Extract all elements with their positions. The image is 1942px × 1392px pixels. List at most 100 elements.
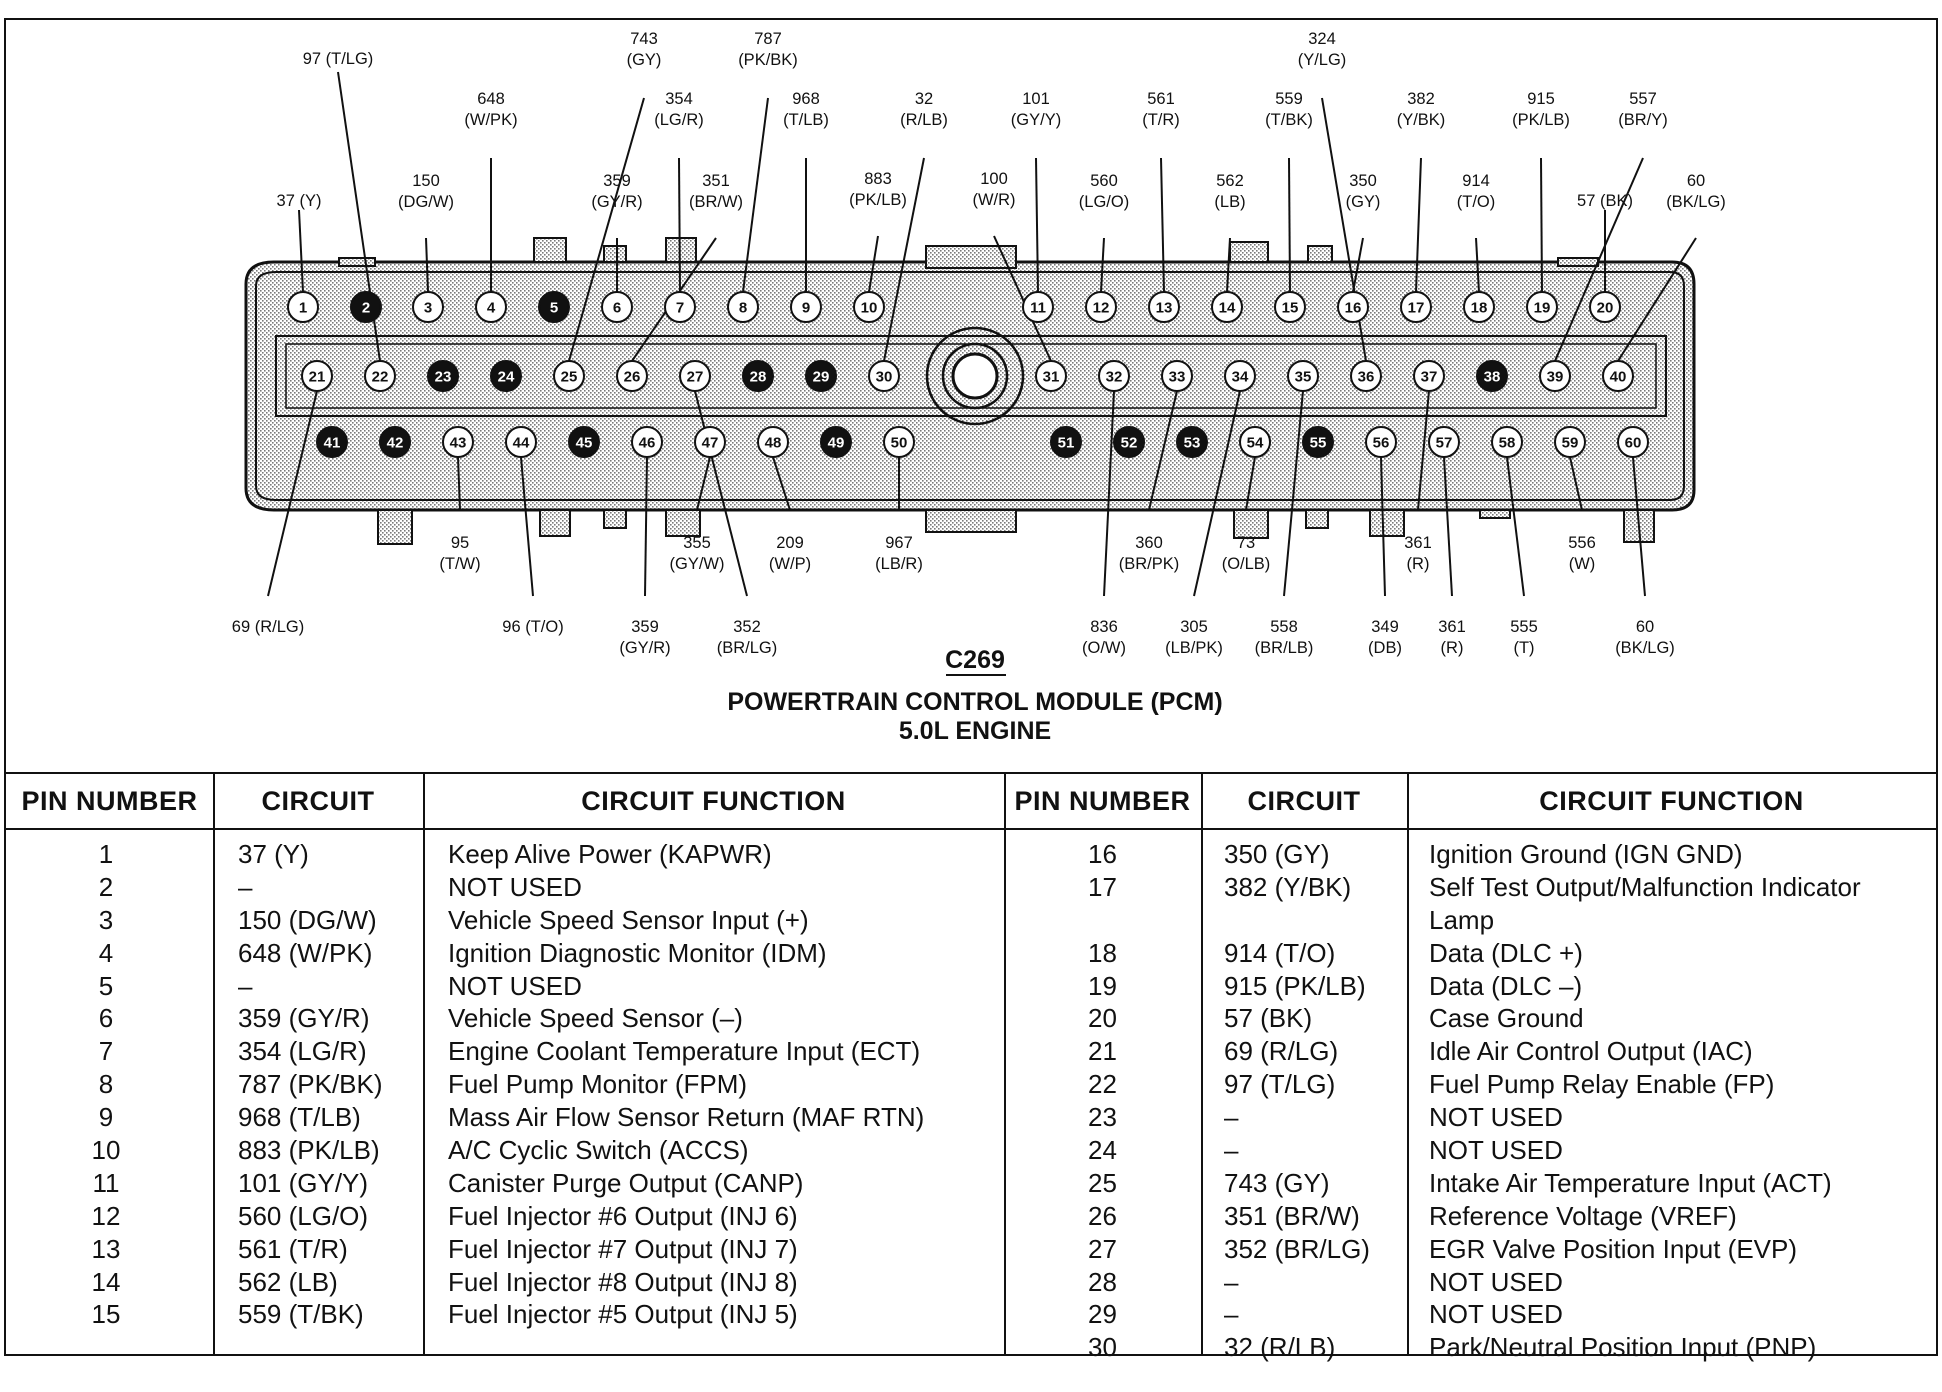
callout-text: 69 (R/LG) xyxy=(232,618,304,636)
pin-number: 8 xyxy=(739,300,747,317)
housing-tab xyxy=(533,237,567,263)
callout-text: 60 xyxy=(1636,618,1654,636)
pin-socket xyxy=(1539,360,1571,392)
housing-tab xyxy=(1229,241,1269,263)
callout-text: (LG/O) xyxy=(1079,193,1129,211)
pin-cell: 20 xyxy=(1088,1003,1117,1034)
leader-line xyxy=(1443,456,1453,597)
callout-text: 360 xyxy=(1135,534,1163,552)
column-divider xyxy=(1004,774,1006,1356)
pin-socket xyxy=(757,426,789,458)
pin-number: 19 xyxy=(1534,300,1551,317)
leader-line xyxy=(568,97,645,362)
pin-socket xyxy=(1287,360,1319,392)
pin-number: 46 xyxy=(639,435,656,452)
header-function-right: CIRCUIT FUNCTION xyxy=(1539,786,1804,816)
function-cell: Engine Coolant Temperature Input (ECT) xyxy=(448,1036,921,1067)
callout-text: 355 xyxy=(683,534,711,552)
pin-cell: 27 xyxy=(1088,1233,1117,1264)
pin-59: 59 xyxy=(1554,426,1586,458)
pin-socket xyxy=(1350,360,1382,392)
callout-text: 561 xyxy=(1147,90,1175,108)
callout-text: (DB) xyxy=(1368,639,1402,657)
callout-text: 150 xyxy=(412,172,440,190)
housing-tab xyxy=(1305,509,1329,529)
callout-text: 100 xyxy=(980,170,1008,188)
pin-50: 50 xyxy=(883,426,915,458)
callout-text: 743 xyxy=(630,30,658,48)
connector-housing xyxy=(244,237,1696,545)
pin-socket xyxy=(475,291,507,323)
pin-43: 43 xyxy=(442,426,474,458)
wire-callout-pin-40: 60(BK/LG) xyxy=(1666,172,1726,211)
pin-socket xyxy=(1211,291,1243,323)
function-cell: NOT USED xyxy=(1429,1266,1563,1297)
header-divider xyxy=(6,828,1936,830)
circuit-cell: 559 (T/BK) xyxy=(238,1299,364,1330)
pin-42: 42 xyxy=(379,426,411,458)
function-cell: NOT USED xyxy=(448,871,582,902)
callout-text: (GY/Y) xyxy=(1011,111,1061,129)
callout-text: 57 (BK) xyxy=(1577,192,1633,210)
function-cell: Fuel Pump Relay Enable (FP) xyxy=(1429,1069,1775,1100)
column-divider xyxy=(1201,774,1203,1356)
wire-callout-pin-13: 561(T/R) xyxy=(1142,90,1180,129)
circuit-cell: – xyxy=(238,970,253,1001)
leader-line xyxy=(1506,456,1525,597)
leader-line xyxy=(1632,456,1646,597)
wire-callout-pin-25: 743(GY) xyxy=(627,30,662,69)
callout-text: (BK/LG) xyxy=(1615,639,1675,657)
wire-callout-pin-12: 560(LG/O) xyxy=(1079,172,1129,211)
pin-53: 53 xyxy=(1176,426,1208,458)
circuit-cell: 351 (BR/W) xyxy=(1224,1200,1360,1231)
pin-socket xyxy=(790,291,822,323)
callout-text: 60 xyxy=(1687,172,1705,190)
wire-callout-pin-50: 967(LB/R) xyxy=(875,534,923,573)
circuit-cell: 354 (LG/R) xyxy=(238,1036,367,1067)
wire-callout-pin-46: 359(GY/R) xyxy=(619,618,670,657)
pin-23: 23 xyxy=(427,360,459,392)
pin-39: 39 xyxy=(1539,360,1571,392)
pin-socket-unused xyxy=(742,360,774,392)
pin-number: 41 xyxy=(324,435,341,452)
wire-callout-pin-31: 100(W/R) xyxy=(972,170,1015,209)
pin-number: 59 xyxy=(1562,435,1579,452)
wire-callout-pin-47: 355(GY/W) xyxy=(670,534,725,573)
circuit-cell: 69 (R/LG) xyxy=(1224,1036,1339,1067)
leader-line xyxy=(1288,157,1291,293)
callout-text: (LG/R) xyxy=(654,111,704,129)
callout-text: 555 xyxy=(1510,618,1538,636)
pin-13: 13 xyxy=(1148,291,1180,323)
callout-text: (BR/W) xyxy=(689,193,743,211)
function-cell: EGR Valve Position Input (EVP) xyxy=(1429,1233,1798,1264)
wire-callout-pin-9: 968(T/LB) xyxy=(783,90,829,129)
pin-3: 3 xyxy=(412,291,444,323)
pin-number: 24 xyxy=(498,369,515,386)
wire-callout-pin-60: 60 (BK/LG) xyxy=(1615,618,1675,657)
circuit-cell: 968 (T/LB) xyxy=(238,1102,361,1133)
pin-number: 47 xyxy=(702,435,719,452)
leader-line xyxy=(1035,157,1039,293)
pin-number: 39 xyxy=(1547,369,1564,386)
wire-callout-pin-17: 382(Y/BK) xyxy=(1397,90,1446,129)
callout-text: (Y/LG) xyxy=(1298,51,1347,69)
housing-tab xyxy=(665,509,701,537)
pin-cell: 25 xyxy=(1088,1167,1117,1198)
pin-number: 25 xyxy=(561,369,578,386)
table-row: 24–NOT USED xyxy=(6,1134,1936,1167)
pin-socket-unused xyxy=(379,426,411,458)
housing-tab xyxy=(1557,257,1599,267)
pin-socket xyxy=(1239,426,1271,458)
wire-callout-pin-44: 96 (T/O) xyxy=(502,618,563,636)
housing-tab xyxy=(925,245,1017,269)
callout-text: (LB/R) xyxy=(875,555,923,573)
callout-text: (BR/LB) xyxy=(1255,639,1314,657)
pin-20: 20 xyxy=(1589,291,1621,323)
